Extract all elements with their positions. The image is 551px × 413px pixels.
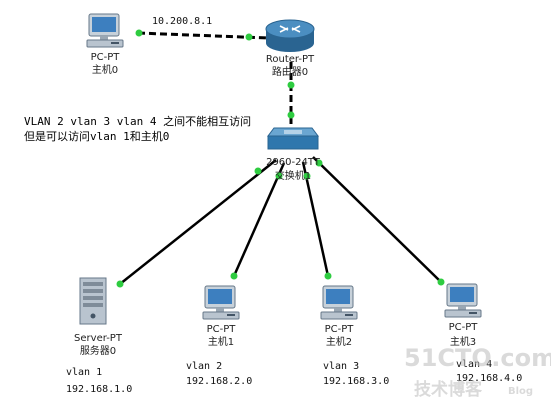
link-switch-pc3[interactable] — [312, 156, 442, 283]
desktop-pc-icon — [202, 285, 240, 320]
device-model-label: Router-PT — [266, 54, 315, 65]
port-dot — [303, 172, 311, 180]
device-model-label: PC-PT — [207, 324, 237, 335]
link-switch-pc2[interactable] — [301, 161, 330, 277]
device-model-label: PC-PT — [449, 322, 479, 333]
vlan-label: vlan 1 — [66, 367, 102, 378]
device-name-label: 主机2 — [326, 335, 352, 348]
router-icon — [265, 19, 315, 52]
device-model-label: Server-PT — [74, 333, 123, 344]
device-switch1[interactable]: 2960-24TT 交换机1 — [266, 127, 321, 182]
note-line-2: 但是可以访问vlan 1和主机0 — [24, 129, 169, 143]
watermark-site: 51CTO.com — [404, 344, 551, 372]
vlan-label: vlan 4 — [456, 359, 492, 370]
port-dot — [315, 159, 323, 167]
port-dot — [437, 278, 445, 286]
device-pc0[interactable]: PC-PT 主机0 — [86, 13, 124, 76]
watermark-blog: Blog — [508, 386, 533, 397]
desktop-pc-icon — [86, 13, 124, 48]
watermark-sub: 技术博客 — [414, 379, 483, 400]
vlan-label: vlan 2 — [186, 361, 222, 372]
device-pc1[interactable]: PC-PT 主机1 vlan 2 192.168.2.0 — [186, 285, 252, 387]
port-dot — [287, 81, 295, 89]
ip-label: 192.168.1.0 — [66, 384, 132, 395]
desktop-pc-icon — [444, 283, 482, 318]
device-name-label: 主机0 — [92, 63, 118, 76]
link-switch-server[interactable] — [119, 159, 277, 285]
ip-label: 192.168.3.0 — [323, 376, 389, 387]
device-pc2[interactable]: PC-PT 主机2 vlan 3 192.168.3.0 — [320, 285, 389, 387]
desktop-pc-icon — [320, 285, 358, 320]
device-name-label: 主机3 — [450, 335, 476, 348]
device-model-label: PC-PT — [91, 52, 121, 63]
port-dot — [116, 280, 124, 288]
device-router0[interactable]: Router-PT 路由器0 — [265, 19, 315, 78]
device-server0[interactable]: Server-PT 服务器0 vlan 1 192.168.1.0 — [66, 277, 132, 395]
watermark: 51CTO.com 技术博客 Blog — [404, 344, 551, 400]
port-dot — [324, 272, 332, 280]
device-name-label: 服务器0 — [80, 344, 116, 357]
link-switch-pc1[interactable] — [232, 162, 286, 277]
port-dot — [135, 29, 143, 37]
links — [119, 31, 442, 285]
port-dot — [245, 33, 253, 41]
link-label-pc0-router: 10.200.8.1 — [152, 16, 212, 27]
port-indicators — [116, 29, 445, 288]
vlan-label: vlan 3 — [323, 361, 359, 372]
device-pc3[interactable]: PC-PT 主机3 vlan 4 192.168.4.0 — [444, 283, 522, 384]
device-model-label: 2960-24TT — [266, 157, 321, 168]
port-dot — [254, 167, 262, 175]
note-line-1: VLAN 2 vlan 3 vlan 4 之间不能相互访问 — [24, 114, 251, 128]
port-dot — [230, 272, 238, 280]
server-icon — [79, 277, 107, 325]
switch-icon — [267, 127, 319, 150]
ip-label: 192.168.2.0 — [186, 376, 252, 387]
annotation-note: VLAN 2 vlan 3 vlan 4 之间不能相互访问 但是可以访问vlan… — [24, 114, 251, 143]
device-model-label: PC-PT — [325, 324, 355, 335]
port-dot — [275, 172, 283, 180]
device-name-label: 主机1 — [208, 335, 234, 348]
port-dot — [287, 111, 295, 119]
device-name-label: 交换机1 — [275, 169, 311, 182]
device-name-label: 路由器0 — [272, 65, 308, 78]
ip-label: 192.168.4.0 — [456, 373, 522, 384]
